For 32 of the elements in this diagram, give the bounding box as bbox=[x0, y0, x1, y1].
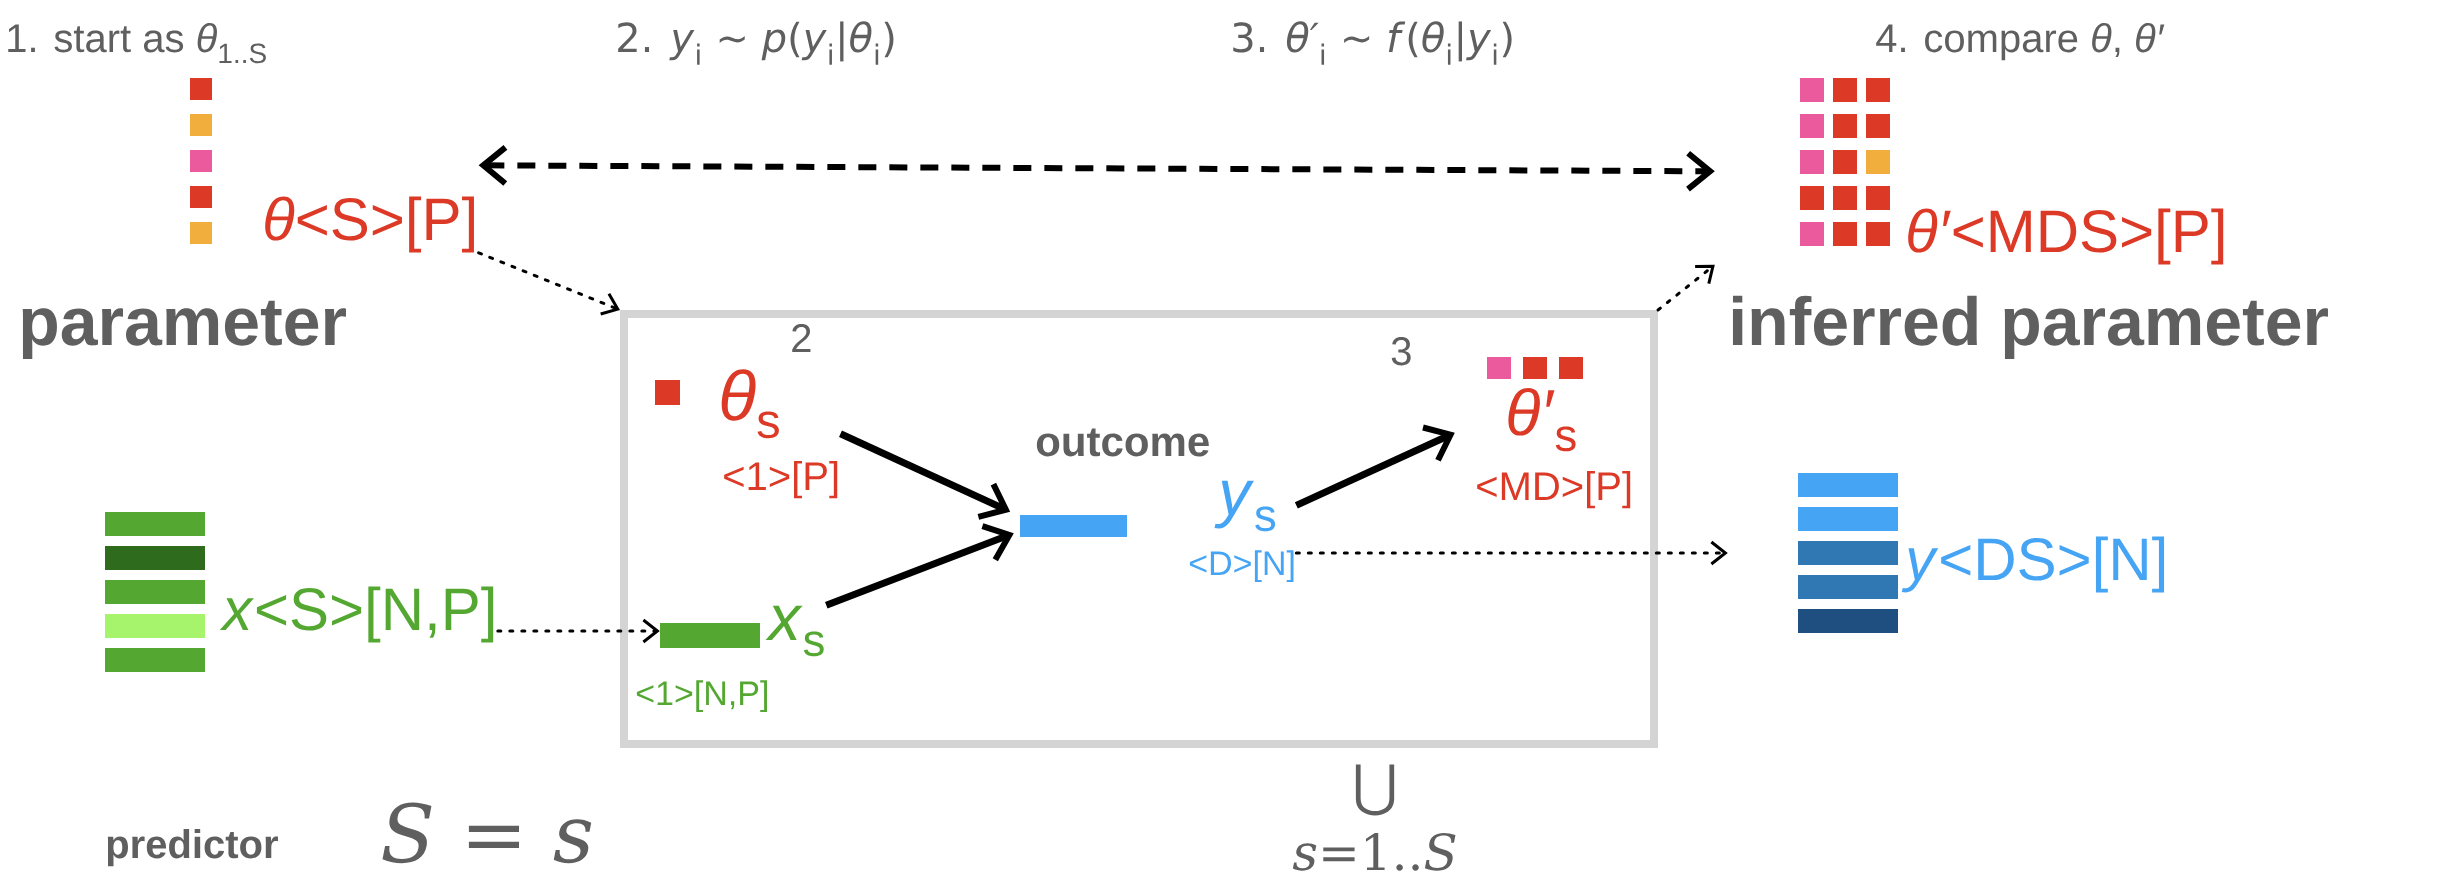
arrow bbox=[1294, 424, 1455, 509]
node-heading: parameter bbox=[22, 300, 346, 360]
variable-label: θ$_{s}$ bbox=[721, 369, 779, 439]
plate-range-label: s=1..S bbox=[1292, 832, 1456, 871]
arrow bbox=[496, 618, 660, 644]
variable-label: θ′<MDS>[P] bbox=[1908, 208, 2224, 265]
edge-label: 3 bbox=[1388, 335, 1415, 368]
arrow bbox=[839, 430, 1011, 520]
dimension-label: <D>[N] bbox=[1189, 550, 1294, 583]
arrow bbox=[478, 145, 1715, 192]
node-heading: predictor bbox=[107, 829, 278, 867]
plate-index-label: S = s bbox=[382, 802, 592, 864]
arrow bbox=[1294, 540, 1728, 566]
variable-label: y<DS>[N] bbox=[1901, 536, 2165, 593]
arrow bbox=[825, 523, 1014, 609]
union-symbol: ⋃ bbox=[1355, 764, 1395, 816]
variable-label: θ′$_{s}$ bbox=[1508, 387, 1576, 452]
node-heading: outcome bbox=[1036, 428, 1209, 457]
step-label: 3. θ′$_{i}$ ∼ f(θ$_{i}$|y$_{i}$) bbox=[1233, 21, 1512, 65]
variable-label: y$_{s}$ bbox=[1214, 480, 1276, 532]
step-label: 2. y$_{i}$ ∼ p(y$_{i}$|θ$_{i}$) bbox=[618, 21, 894, 65]
arrow bbox=[477, 251, 620, 316]
arrow bbox=[1656, 264, 1715, 312]
edge-label: 2 bbox=[788, 322, 815, 354]
variable-label: x$_{s}$ bbox=[765, 605, 824, 657]
variable-label: θ<S>[P] bbox=[265, 196, 474, 253]
node-heading: inferred parameter bbox=[1732, 295, 2328, 360]
plate-box bbox=[620, 310, 1658, 748]
dimension-label: <1>[P] bbox=[724, 461, 838, 499]
dimension-label: <1>[N,P] bbox=[636, 680, 767, 713]
dimension-label: <MD>[P] bbox=[1477, 471, 1631, 509]
variable-label: x<S>[N,P] bbox=[219, 586, 494, 643]
